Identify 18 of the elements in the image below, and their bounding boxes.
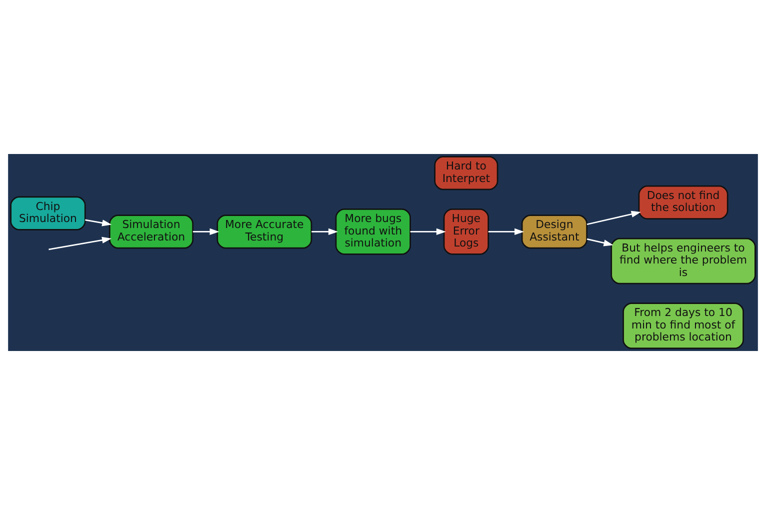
- node-box: From 2 days to 10 min to find most of problems location: [622, 302, 744, 349]
- node-box: But helps engineers to find where the problem is: [610, 238, 756, 284]
- arrow: [85, 219, 112, 226]
- node-box: More bugs found with simulation: [335, 208, 411, 255]
- arrow: [586, 238, 614, 246]
- node-box: Hard to Interpret: [434, 156, 498, 190]
- arrow: [586, 210, 641, 226]
- node-box: Simulation Acceleration: [108, 214, 194, 249]
- arrow: [48, 236, 112, 250]
- node-box: More Accurate Testing: [216, 214, 312, 249]
- node-box: Design Assistant: [521, 214, 588, 249]
- node-box: Does not find the solution: [638, 185, 728, 220]
- arrow: [488, 228, 524, 236]
- arrow: [312, 228, 338, 236]
- arrow: [410, 228, 446, 236]
- node-box: Chip Simulation: [10, 196, 86, 230]
- node-box: Huge Error Logs: [443, 208, 489, 255]
- arrow: [192, 228, 220, 236]
